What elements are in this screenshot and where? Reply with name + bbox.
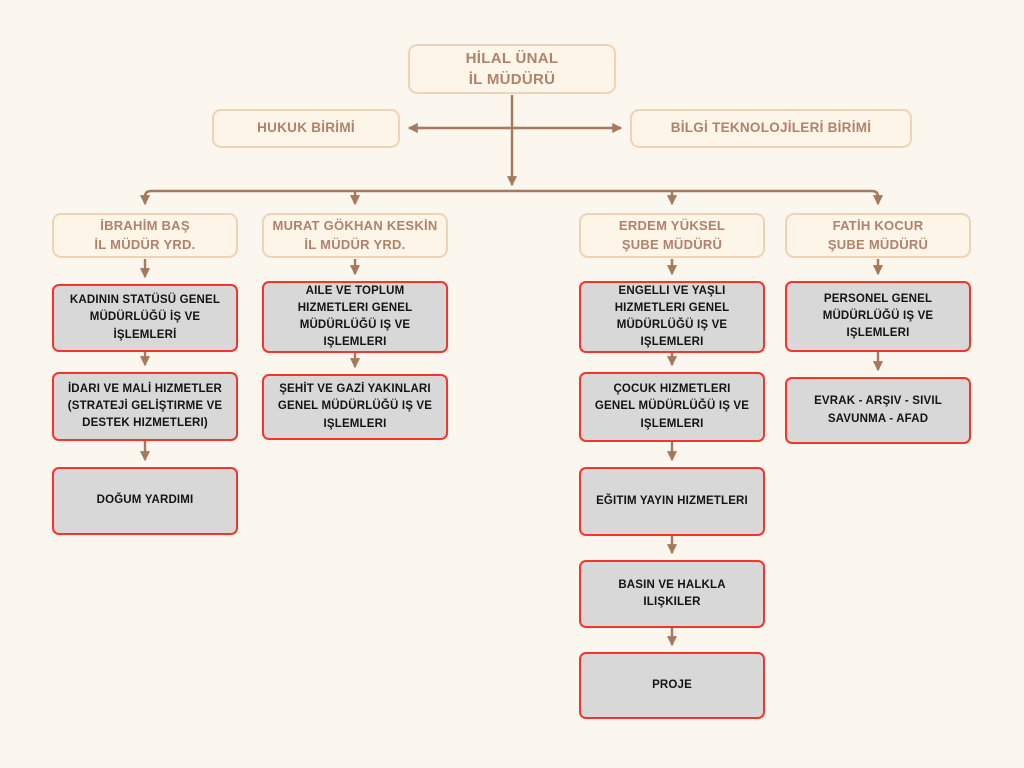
- task-box: ŞEHİT VE GAZİ YAKINLARI GENEL MÜDÜRLÜĞÜ …: [262, 374, 448, 440]
- task-box: EVRAK - ARŞIV - SIVIL SAVUNMA - AFAD: [785, 377, 971, 444]
- task-box: ÇOCUK HIZMETLERI GENEL MÜDÜRLÜĞÜ IŞ VE I…: [579, 372, 765, 442]
- node-hukuk-birimi: HUKUK BİRİMİ: [212, 109, 400, 148]
- manager-title: İL MÜDÜR YRD.: [304, 236, 406, 252]
- manager-title: ŞUBE MÜDÜRÜ: [621, 236, 723, 252]
- manager-name: İBRAHİM BAŞ: [100, 218, 190, 234]
- node-il-mudur-yrd-1: İBRAHİM BAŞ İL MÜDÜR YRD.: [52, 213, 238, 258]
- task-box: ENGELLI VE YAŞLI HIZMETLERI GENEL MÜDÜRL…: [579, 281, 765, 353]
- manager-title: İL MÜDÜR YRD.: [94, 236, 196, 252]
- staff-unit-label: HUKUK BİRİMİ: [257, 120, 355, 136]
- node-il-mudur-yrd-2: MURAT GÖKHAN KESKİN İL MÜDÜR YRD.: [262, 213, 448, 258]
- task-box: EĞITIM YAYIN HIZMETLERI: [579, 467, 765, 536]
- node-bilgi-teknolojileri-birimi: BİLGİ TEKNOLOJİLERİ BİRİMİ: [630, 109, 912, 148]
- node-sube-muduru-1: ERDEM YÜKSEL ŞUBE MÜDÜRÜ: [579, 213, 765, 258]
- task-box: PROJE: [579, 652, 765, 719]
- staff-unit-label: BİLGİ TEKNOLOJİLERİ BİRİMİ: [670, 120, 872, 136]
- task-box: BASIN VE HALKLA ILIŞKILER: [579, 560, 765, 628]
- task-box: İDARI VE MALİ HIZMETLER (STRATEJİ GELİŞT…: [52, 372, 238, 441]
- manager-name: FATİH KOCUR: [832, 218, 924, 234]
- director-name: HİLAL ÜNAL: [465, 50, 559, 67]
- node-sube-muduru-2: FATİH KOCUR ŞUBE MÜDÜRÜ: [785, 213, 971, 258]
- manager-title: ŞUBE MÜDÜRÜ: [827, 236, 929, 252]
- manager-name: ERDEM YÜKSEL: [618, 218, 726, 234]
- manager-name: MURAT GÖKHAN KESKİN: [272, 218, 438, 234]
- task-box: PERSONEL GENEL MÜDÜRLÜĞÜ IŞ VE IŞLEMLERI: [785, 281, 971, 352]
- task-box: KADININ STATÜSÜ GENEL MÜDÜRLÜĞÜ İŞ VE İŞ…: [52, 284, 238, 352]
- director-title: İL MÜDÜRÜ: [468, 71, 556, 88]
- task-box: AILE VE TOPLUM HIZMETLERI GENEL MÜDÜRLÜĞ…: [262, 281, 448, 353]
- node-il-muduru: HİLAL ÜNAL İL MÜDÜRÜ: [408, 44, 616, 94]
- task-box: DOĞUM YARDIMI: [52, 467, 238, 535]
